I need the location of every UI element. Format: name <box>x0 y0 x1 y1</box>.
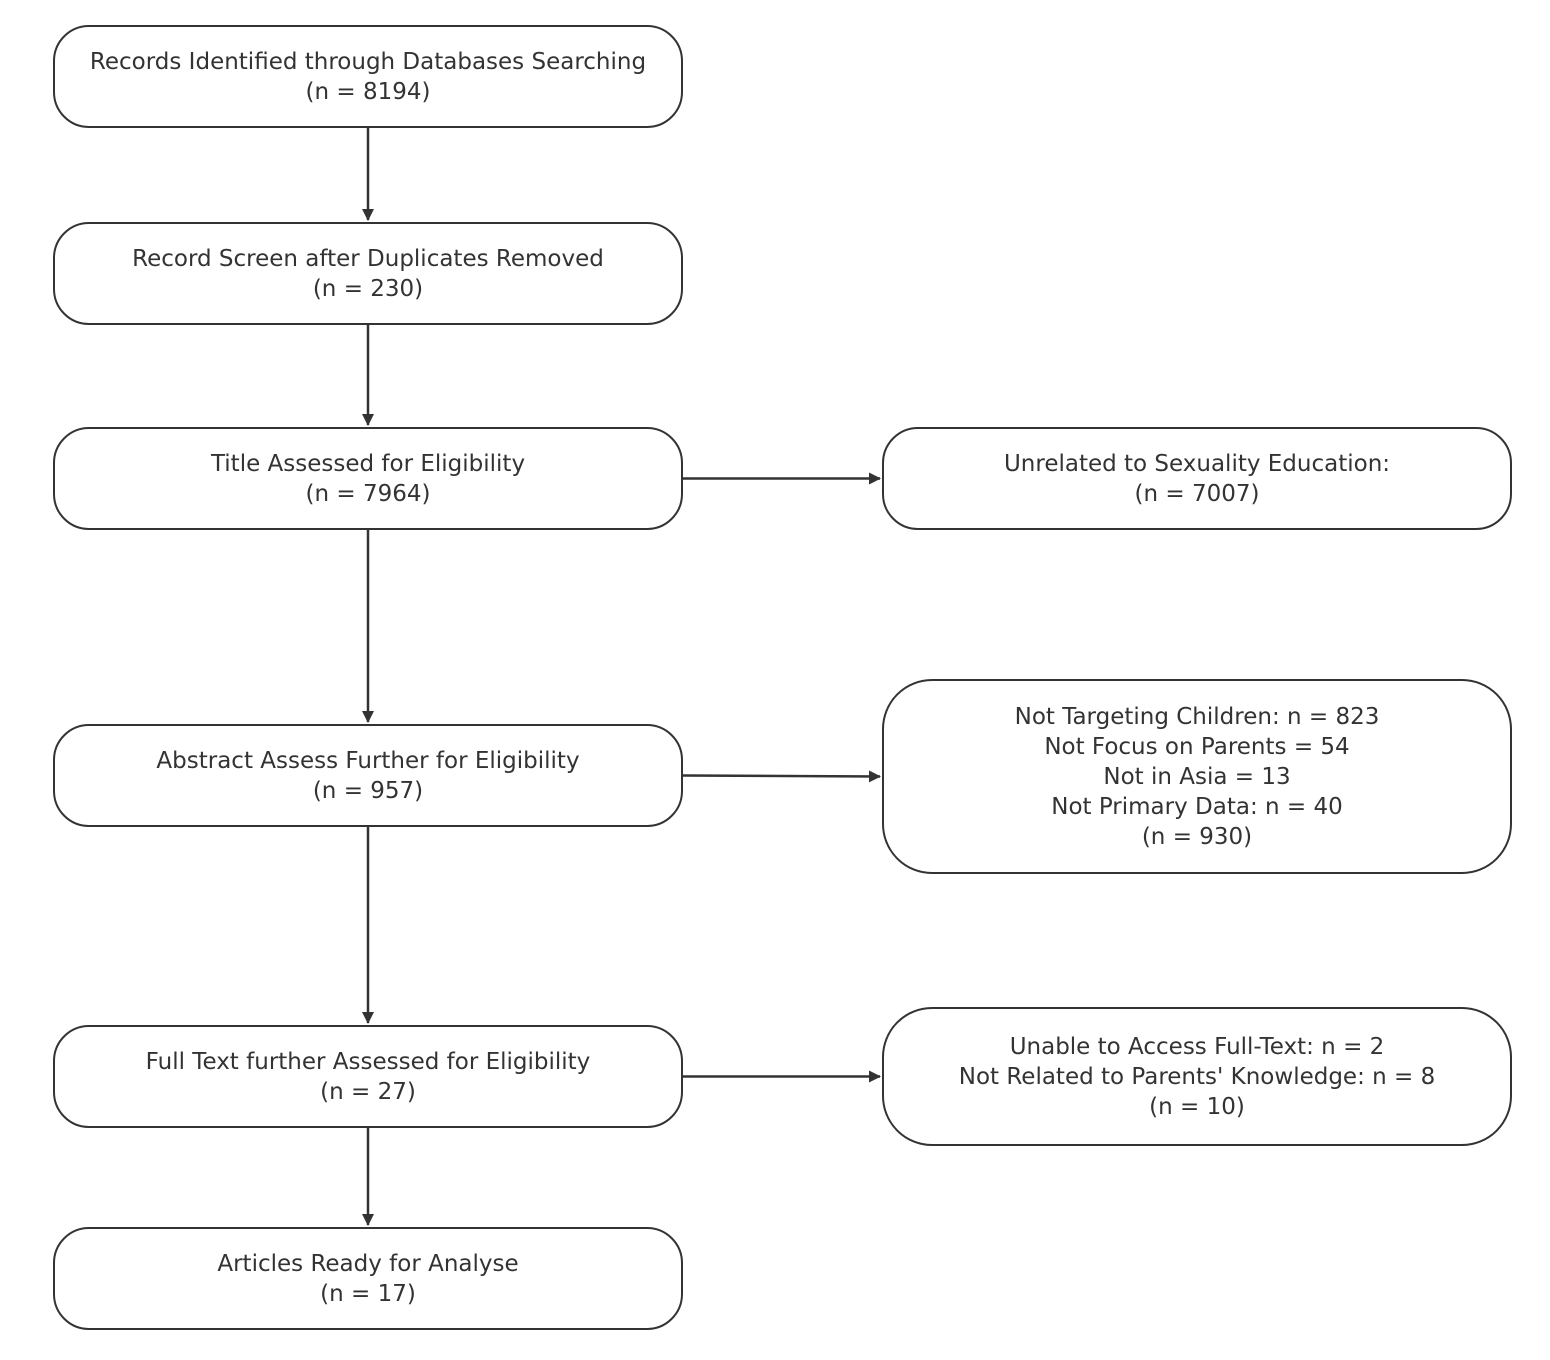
records-identified-node: Records Identified through Databases Sea… <box>53 25 683 128</box>
node-text-line: Not Primary Data: n = 40 <box>1051 793 1343 820</box>
record-screen-node: Record Screen after Duplicates Removed (n… <box>53 222 683 325</box>
node-text-line: Record Screen after Duplicates Removed <box>132 245 604 272</box>
node-text-line: Not Focus on Parents = 54 <box>1044 733 1350 760</box>
articles-ready-node: Articles Ready for Analyse (n = 17) <box>53 1227 683 1330</box>
node-text-line: (n = 27) <box>320 1078 416 1105</box>
node-text-line: Not Targeting Children: n = 823 <box>1014 703 1380 730</box>
node-text-line: (n = 230) <box>312 275 424 302</box>
node-text-line: (n = 957) <box>312 777 424 804</box>
node-text-line: Full Text further Assessed for Eligibili… <box>145 1048 591 1075</box>
node-text-line: (n = 7007) <box>1134 480 1260 507</box>
node-text-line: Unable to Access Full-Text: n = 2 <box>1009 1033 1385 1060</box>
node-text-line: (n = 7964) <box>305 480 431 507</box>
node-text-line: Articles Ready for Analyse <box>217 1250 519 1277</box>
node-text-line: (n = 10) <box>1149 1093 1245 1120</box>
node-text-line: Records Identified through Databases Sea… <box>89 48 647 75</box>
node-text-line: Unrelated to Sexuality Education: <box>1003 450 1391 477</box>
node-text-line: Not in Asia = 13 <box>1103 763 1291 790</box>
full-text-exclusion-node: Unable to Access Full-Text: n = 2 Not Rel… <box>882 1007 1512 1146</box>
unrelated-exclusion-node: Unrelated to Sexuality Education: (n = 70… <box>882 427 1512 530</box>
abstract-assessed-node: Abstract Assess Further for Eligibility (… <box>53 724 683 827</box>
full-text-assessed-node: Full Text further Assessed for Eligibili… <box>53 1025 683 1128</box>
node-text-line: Title Assessed for Eligibility <box>210 450 526 477</box>
node-text-line: Abstract Assess Further for Eligibility <box>156 747 580 774</box>
node-text-line: (n = 17) <box>320 1280 416 1307</box>
node-text-line: (n = 930) <box>1141 823 1253 850</box>
title-assessed-node: Title Assessed for Eligibility (n = 7964) <box>53 427 683 530</box>
arrow-abstract-to-excluded-abstract <box>682 770 881 783</box>
node-text-line: (n = 8194) <box>305 78 431 105</box>
node-text-line: Not Related to Parents' Knowledge: n = 8 <box>958 1063 1436 1090</box>
